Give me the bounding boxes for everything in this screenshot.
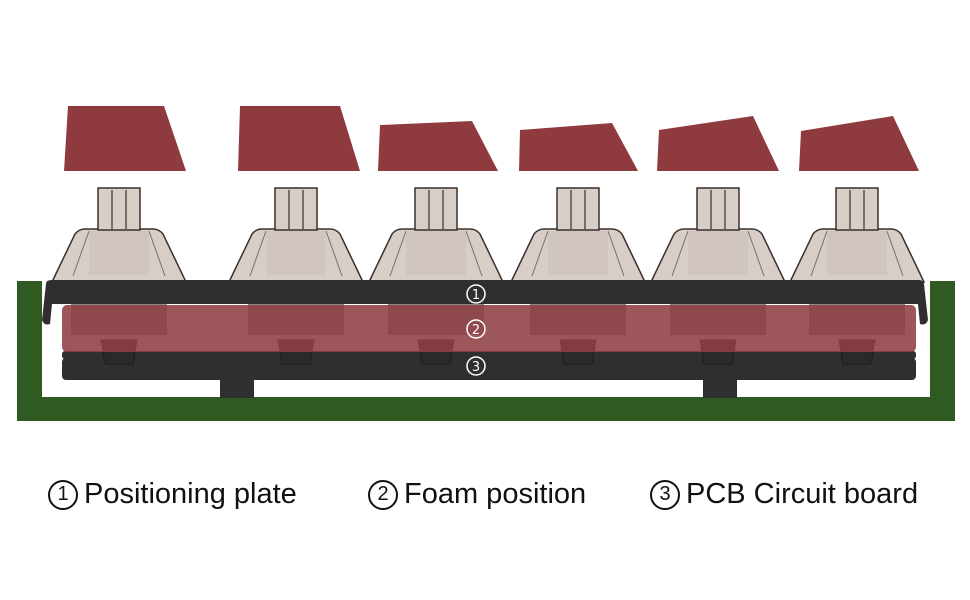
legend-label-pcb-circuit-board: PCB Circuit board — [686, 478, 919, 510]
layer-marker-1: 1 — [466, 284, 486, 304]
legend-number-1: 1 — [48, 479, 78, 510]
legend-item-pcb-circuit-board: 3 PCB Circuit board — [650, 478, 918, 511]
keycap-3 — [378, 121, 498, 171]
keycaps — [64, 106, 919, 171]
keycap-4 — [519, 123, 638, 171]
foam-layer — [62, 305, 916, 352]
pcb-circuit-board — [62, 351, 916, 398]
keycap-2 — [238, 106, 360, 171]
legend-label-foam-position: Foam position — [404, 478, 587, 510]
layer-marker-3-number: 3 — [472, 360, 480, 375]
keycap-1 — [64, 106, 186, 171]
legend-item-positioning-plate: 1 Positioning plate — [48, 478, 297, 511]
keycap-5 — [657, 116, 779, 171]
keyboard-case — [17, 281, 955, 421]
positioning-plate — [42, 280, 928, 325]
keycap-6 — [799, 116, 919, 171]
layer-marker-3: 3 — [466, 356, 486, 376]
legend-label-positioning-plate: Positioning plate — [84, 478, 297, 510]
layer-marker-2-number: 2 — [472, 323, 480, 338]
layer-marker-1-number: 1 — [472, 288, 480, 303]
legend: 1 Positioning plate 2 Foam position 3 PC… — [0, 478, 970, 524]
legend-number-3: 3 — [650, 479, 680, 510]
layer-marker-2: 2 — [466, 319, 486, 339]
legend-item-foam-position: 2 Foam position — [368, 478, 586, 511]
legend-number-2: 2 — [368, 479, 398, 510]
